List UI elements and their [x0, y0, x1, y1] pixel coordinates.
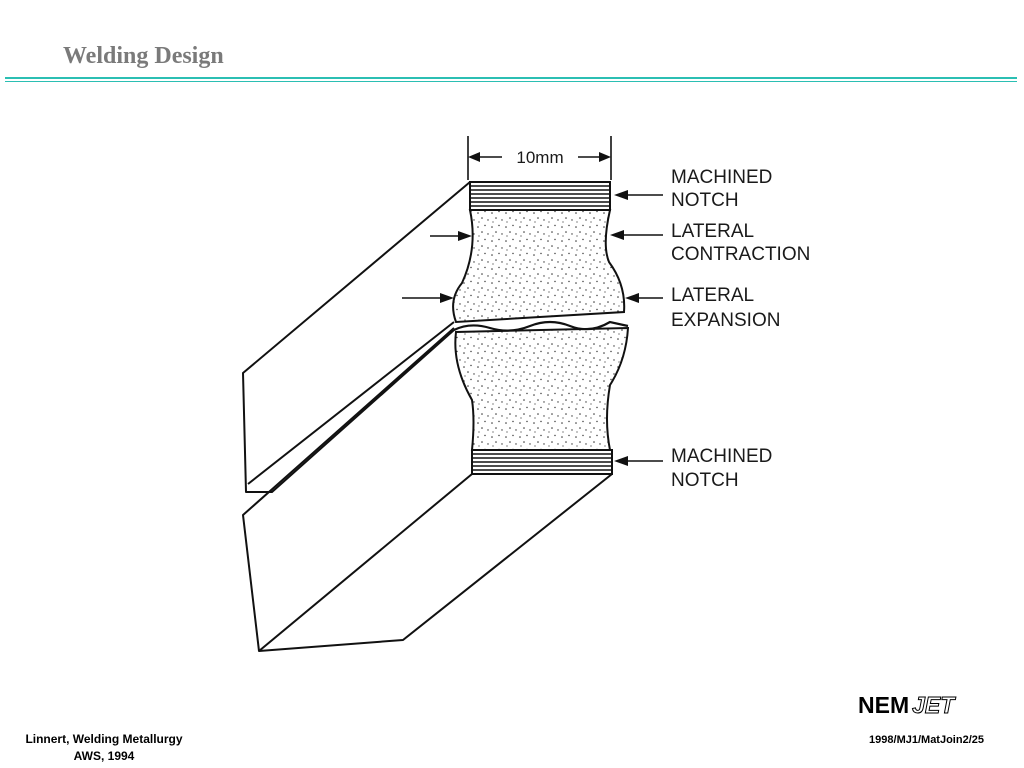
callout-labels: MACHINED NOTCH LATERAL CONTRACTION LATER…: [671, 167, 810, 491]
callout-lower-notch-line2: NOTCH: [671, 470, 739, 491]
credit-line-1: Linnert, Welding Metallurgy: [25, 732, 183, 746]
callout-expansion-line1: LATERAL: [671, 285, 754, 306]
lower-bar-edge: [258, 473, 473, 652]
callout-upper-notch-line1: MACHINED: [671, 167, 772, 188]
lower-fracture-face: [454, 326, 630, 451]
slide-title: Welding Design: [63, 43, 224, 69]
upper-bar-outline: [242, 181, 471, 493]
dimension-indicator: [467, 136, 612, 180]
source-credit: Linnert, Welding Metallurgy AWS, 1994: [8, 731, 200, 765]
fracture-line: [453, 320, 629, 332]
upper-fracture-face: [452, 209, 626, 324]
callout-expansion-line2: EXPANSION: [671, 310, 780, 331]
callout-lower-notch-line1: MACHINED: [671, 446, 772, 467]
lower-machined-notch: [471, 449, 613, 475]
title-rule: [5, 77, 1017, 79]
callout-upper-notch-line2: NOTCH: [671, 190, 739, 211]
specimen-upper-half: [242, 181, 471, 493]
upper-bar-edge: [247, 321, 455, 485]
slide-reference: 1998/MJ1/MatJoin2/25: [869, 734, 984, 746]
credit-line-2: AWS, 1994: [73, 749, 135, 763]
callout-arrows: [402, 190, 663, 466]
callout-contraction-line1: LATERAL: [671, 221, 754, 242]
logo-sub-text: JET: [912, 692, 955, 719]
dimension-label: 10mm: [516, 148, 563, 167]
specimen-lower-half: [242, 327, 613, 652]
logo-main-text: NEM: [858, 692, 910, 718]
callout-contraction-line2: CONTRACTION: [671, 244, 810, 265]
title-rule-thin: [5, 81, 1017, 82]
upper-machined-notch: [469, 181, 611, 211]
